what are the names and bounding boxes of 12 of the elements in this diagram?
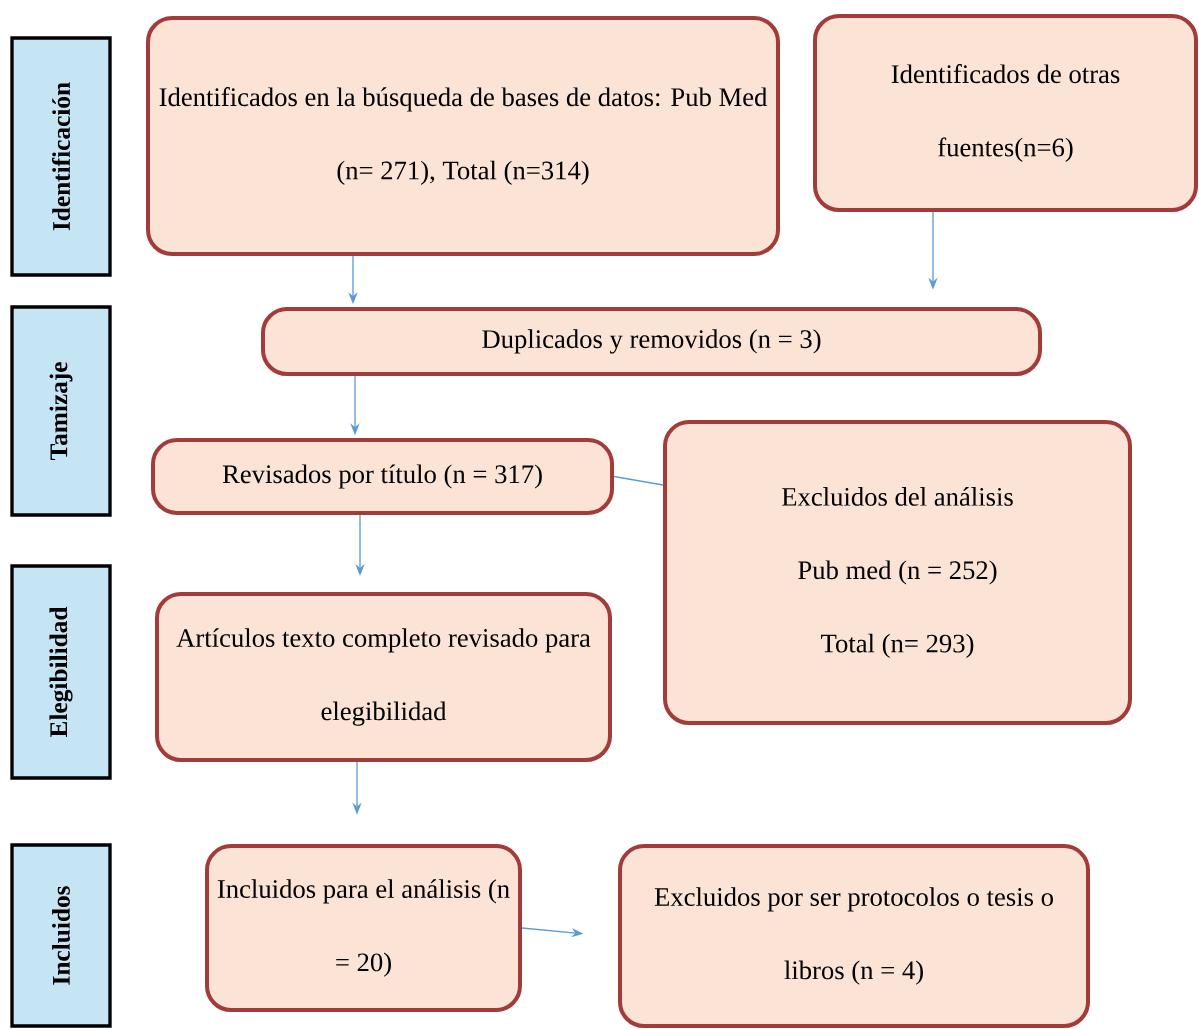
stage-label: Elegibilidad [10, 564, 112, 780]
process-box: Excluidos por ser protocolos o tesis o libros (n = 4) [618, 844, 1090, 1028]
process-box: Duplicados y removidos (n = 3) [261, 307, 1042, 376]
stage-label: Tamizaje [10, 305, 112, 517]
process-box: Excluidos del análisis Pub med (n = 252) Total (n= 293) [663, 420, 1132, 725]
process-box: Artículos texto completo revisado para elegibilidad [155, 592, 612, 762]
process-box: Identificados en la búsqueda de bases de datos: Pub Med (n= 271), Total (n=314) [146, 16, 780, 256]
stage-label: Identificación [10, 36, 112, 277]
process-box: Revisados por título (n = 317) [151, 438, 614, 515]
stage-label: Incluidos [10, 843, 112, 1028]
process-box: Identificados de otras fuentes(n=6) [813, 14, 1198, 212]
process-box: Incluidos para el análisis (n = 20) [205, 844, 522, 1012]
